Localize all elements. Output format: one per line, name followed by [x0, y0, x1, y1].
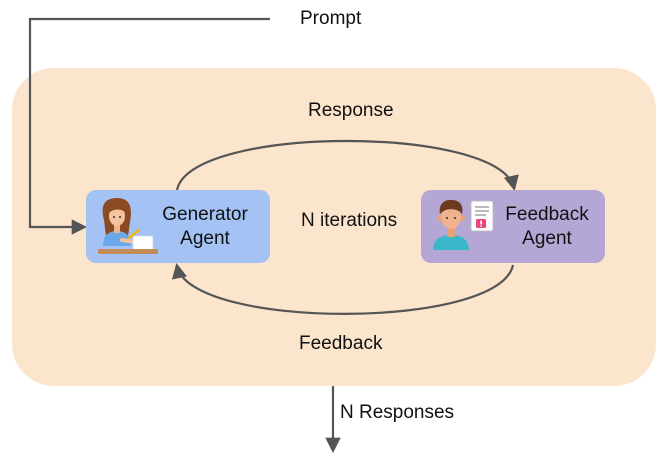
feedback-agent-line1: Feedback	[505, 204, 589, 225]
person-writing-icon	[98, 198, 158, 254]
response-label: Response	[308, 100, 394, 121]
response-arrow	[175, 139, 519, 192]
person-with-report-icon	[433, 199, 494, 250]
feedback-arrow	[171, 262, 515, 315]
generator-agent-line1: Generator	[162, 204, 248, 225]
prompt-label: Prompt	[300, 8, 362, 29]
feedback-agent-line2: Agent	[522, 228, 572, 249]
generator-agent-box	[86, 190, 270, 263]
loop-panel	[12, 68, 656, 386]
generator-agent-line2: Agent	[180, 228, 230, 249]
n-responses-label: N Responses	[340, 402, 455, 423]
generator-agent-label: Generator Agent	[150, 203, 260, 251]
feedback-agent-label: Feedback Agent	[492, 203, 602, 251]
iterations-label: N iterations	[301, 210, 398, 231]
prompt-arrow	[28, 17, 270, 235]
feedback-label: Feedback	[299, 333, 383, 354]
